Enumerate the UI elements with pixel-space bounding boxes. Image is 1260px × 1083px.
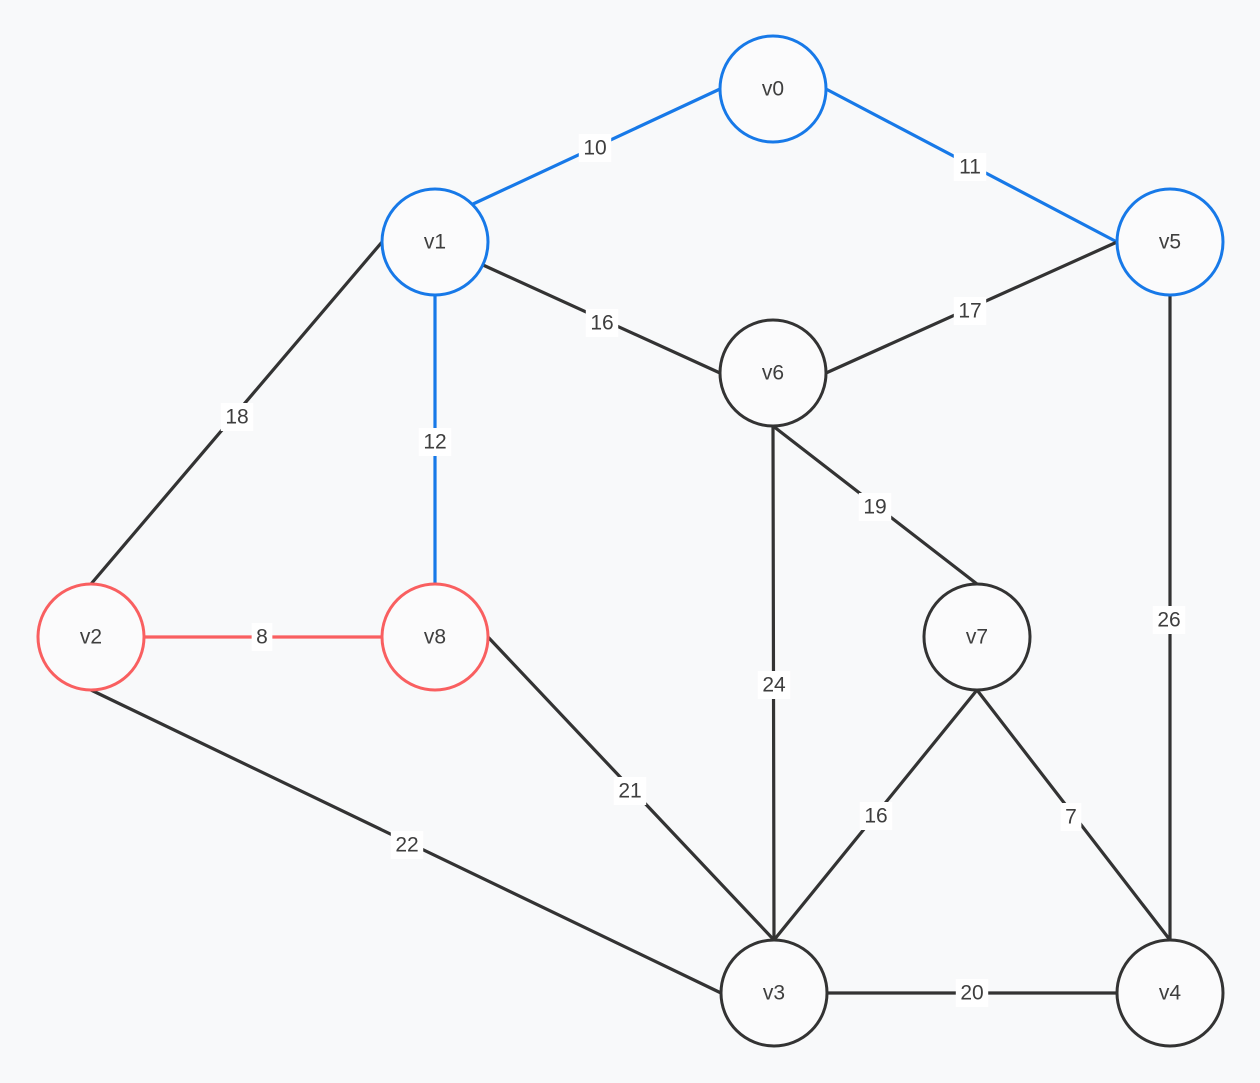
- node-circle-v8[interactable]: [380, 582, 490, 692]
- edge-weight-bg: [757, 671, 791, 699]
- node-label-v7: v7: [966, 626, 988, 649]
- edge-weight-label: 7: [1065, 806, 1077, 829]
- edge-weight-bg: [953, 153, 987, 181]
- edge-weight-bg: [953, 297, 987, 325]
- edge-weight-v1-v2: 18: [220, 403, 254, 431]
- node-label-v0: v0: [762, 78, 784, 101]
- edge-weight-bg: [585, 309, 619, 337]
- edge-weight-bg: [220, 403, 254, 431]
- edge-weight-v6-v3: 24: [757, 671, 791, 699]
- edge-labels-layer: 10 11 16 18 12 17 19 24 8 22 21 16 7 26 20: [220, 134, 1186, 1007]
- edge-weight-label: 16: [590, 312, 613, 335]
- edge-weight-bg: [613, 777, 647, 805]
- node-label-v4: v4: [1159, 982, 1182, 1005]
- edge-weight-bg: [578, 134, 612, 162]
- node-v3[interactable]: v3: [719, 938, 829, 1048]
- edge-weight-label: 17: [958, 300, 981, 323]
- edge-weight-v5-v4: 26: [1152, 606, 1186, 634]
- edge-weight-bg: [251, 623, 273, 651]
- edge-weight-bg: [858, 493, 892, 521]
- edge-weight-label: 19: [863, 496, 886, 519]
- edge-weight-v0-v1: 10: [578, 134, 612, 162]
- edge-weight-label: 18: [225, 406, 248, 429]
- edge-weight-v6-v5: 17: [953, 297, 987, 325]
- node-circle-v5[interactable]: [1115, 187, 1225, 297]
- node-circle-v7[interactable]: [922, 582, 1032, 692]
- edge-weight-v1-v6: 16: [585, 309, 619, 337]
- node-circle-v2[interactable]: [36, 582, 146, 692]
- node-label-v3: v3: [763, 982, 785, 1005]
- node-v2[interactable]: v2: [36, 582, 146, 692]
- edge-weight-label: 16: [864, 805, 887, 828]
- node-label-v6: v6: [762, 362, 784, 385]
- node-circle-v6[interactable]: [718, 318, 828, 428]
- edge-weight-label: 20: [960, 982, 983, 1005]
- edge-weight-v8-v3: 21: [613, 777, 647, 805]
- node-label-v2: v2: [80, 626, 102, 649]
- edge-weight-v3-v4: 20: [955, 979, 989, 1007]
- edge-weight-v0-v5: 11: [953, 153, 987, 181]
- edge-weight-label: 12: [423, 431, 446, 454]
- edge-weight-v6-v7: 19: [858, 493, 892, 521]
- edge-weight-bg: [955, 979, 989, 1007]
- edge-weight-label: 21: [618, 780, 641, 803]
- edge-weight-label: 11: [959, 156, 981, 179]
- edge-weight-v7-v4: 7: [1060, 803, 1082, 831]
- edge-weight-label: 10: [583, 137, 606, 160]
- node-circle-v0[interactable]: [718, 34, 828, 144]
- node-label-v1: v1: [424, 231, 446, 254]
- edge-weight-v7-v3: 16: [859, 802, 893, 830]
- node-v0[interactable]: v0: [718, 34, 828, 144]
- edge-weight-label: 8: [256, 626, 268, 649]
- edge-weight-bg: [1060, 803, 1082, 831]
- node-label-v8: v8: [424, 626, 446, 649]
- node-v7[interactable]: v7: [922, 582, 1032, 692]
- edge-weight-v2-v8: 8: [251, 623, 273, 651]
- nodes-layer: v0 v1 v5 v6 v2 v8 v7 v3 v4: [36, 34, 1225, 1048]
- edge-weight-bg: [1152, 606, 1186, 634]
- node-v6[interactable]: v6: [718, 318, 828, 428]
- edges-layer: [89, 87, 1172, 995]
- edge-weight-label: 22: [395, 834, 418, 857]
- edge-weight-bg: [390, 831, 424, 859]
- node-circle-v1[interactable]: [380, 187, 490, 297]
- edge-weight-v1-v8: 12: [418, 428, 452, 456]
- node-v4[interactable]: v4: [1115, 938, 1225, 1048]
- edge-weight-bg: [418, 428, 452, 456]
- node-circle-v3[interactable]: [719, 938, 829, 1048]
- node-label-v5: v5: [1159, 231, 1181, 254]
- node-circle-v4[interactable]: [1115, 938, 1225, 1048]
- edge-weight-label: 26: [1157, 609, 1180, 632]
- node-v1[interactable]: v1: [380, 187, 490, 297]
- edge-weight-label: 24: [762, 674, 786, 697]
- edge-weight-bg: [859, 802, 893, 830]
- node-v5[interactable]: v5: [1115, 187, 1225, 297]
- edge-weight-v2-v3: 22: [390, 831, 424, 859]
- node-v8[interactable]: v8: [380, 582, 490, 692]
